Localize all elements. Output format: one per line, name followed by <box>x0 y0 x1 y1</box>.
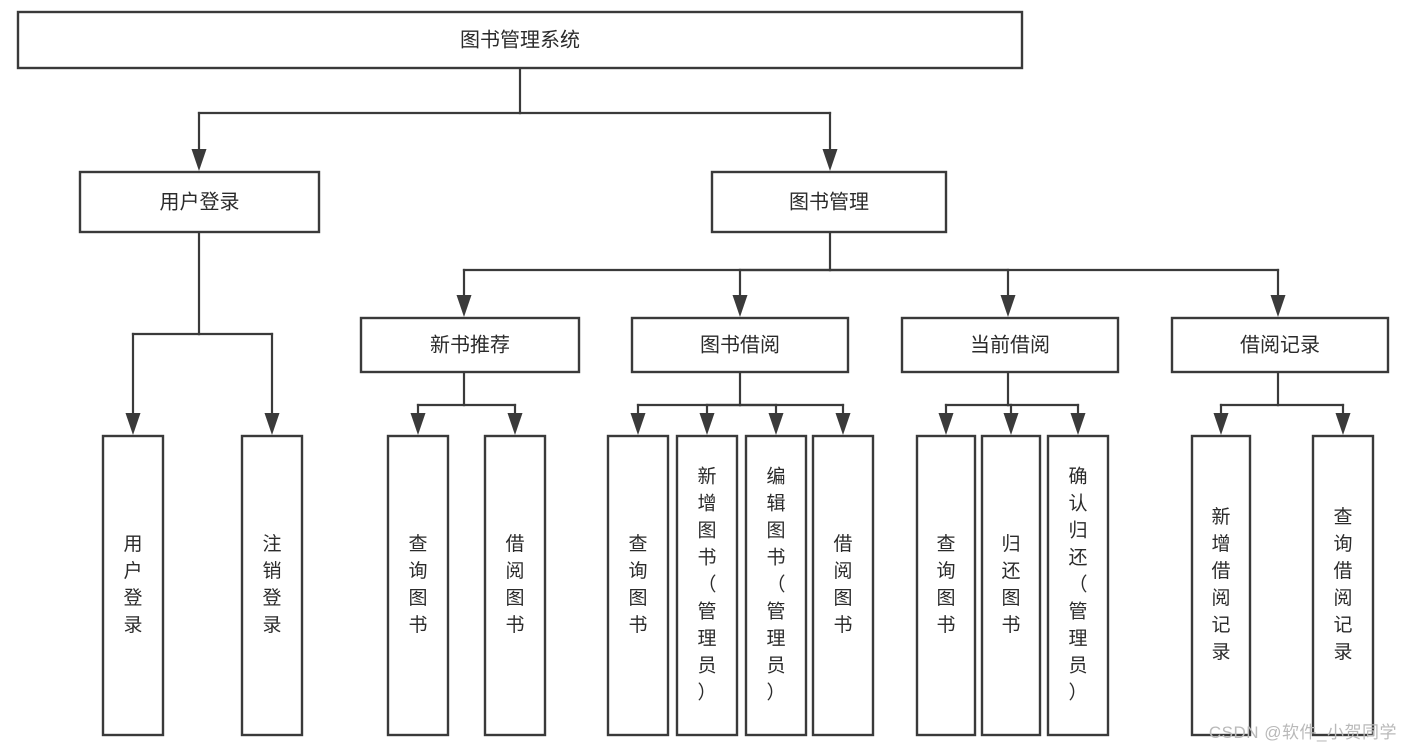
node-leaf-confirm-return-admin[interactable]: 确认归还（管理员） <box>1046 434 1110 737</box>
node-borrow-record[interactable]: 借阅记录 <box>1170 316 1390 374</box>
node-leaf-query-book-1[interactable]: 查询图书 <box>386 434 450 737</box>
node-label: 当前借阅 <box>970 333 1050 356</box>
connector-e-bb-leaf1 <box>630 370 742 435</box>
node-label: 编辑图书（管理员） <box>766 466 785 704</box>
node-leaf-add-borrow-record[interactable]: 新增借阅记录 <box>1190 434 1252 737</box>
connector-e-cb-leaf3 <box>1006 403 1086 435</box>
connector-layer <box>125 66 1351 435</box>
node-leaf-edit-book-admin[interactable]: 编辑图书（管理员） <box>744 434 808 737</box>
connector-e-ul-leaf2 <box>197 332 280 435</box>
node-label: 图书管理系统 <box>460 28 580 51</box>
node-label: 查询图书 <box>936 533 955 636</box>
node-root[interactable]: 图书管理系统 <box>16 10 1024 70</box>
node-label: 图书借阅 <box>700 333 780 356</box>
connector-e-root-user-login <box>191 66 522 171</box>
node-layer: 图书管理系统用户登录图书管理新书推荐图书借阅当前借阅借阅记录用户登录注销登录查询… <box>16 10 1390 737</box>
connector-e-cb-leaf1 <box>938 370 1010 435</box>
node-leaf-query-book-3[interactable]: 查询图书 <box>915 434 977 737</box>
node-label: 用户登录 <box>123 534 142 636</box>
node-label: 新增图书（管理员） <box>697 466 716 704</box>
node-label: 新增借阅记录 <box>1211 506 1230 663</box>
connector-e-br-leaf2 <box>1276 403 1351 435</box>
node-leaf-logout-login[interactable]: 注销登录 <box>240 434 304 737</box>
node-leaf-borrow-book-2[interactable]: 借阅图书 <box>811 434 875 737</box>
node-leaf-return-book[interactable]: 归还图书 <box>980 434 1042 737</box>
connector-e-nb-leaf2 <box>462 403 523 435</box>
node-label: 图书管理 <box>789 190 869 213</box>
node-book-borrow[interactable]: 图书借阅 <box>630 316 850 374</box>
connector-e-bm-book-borrow <box>732 268 832 317</box>
connector-e-bb-leaf4 <box>738 403 851 435</box>
connector-e-bm-current-borrow <box>828 268 1016 317</box>
node-label: 借阅记录 <box>1240 333 1320 356</box>
node-label: 新书推荐 <box>430 333 510 356</box>
node-label: 归还图书 <box>1001 533 1020 636</box>
node-book-manage[interactable]: 图书管理 <box>710 170 948 234</box>
connector-e-root-book-manage <box>518 111 838 171</box>
node-leaf-query-borrow-record[interactable]: 查询借阅记录 <box>1311 434 1375 737</box>
node-leaf-query-book-2[interactable]: 查询图书 <box>606 434 670 737</box>
connector-e-cb-leaf2 <box>1003 403 1019 435</box>
connector-e-nb-leaf1 <box>410 370 466 435</box>
connector-e-bb-leaf3 <box>738 403 784 435</box>
node-leaf-add-book-admin[interactable]: 新增图书（管理员） <box>675 434 739 737</box>
node-leaf-borrow-book-1[interactable]: 借阅图书 <box>483 434 547 737</box>
node-label: 查询借阅记录 <box>1333 506 1352 663</box>
node-label: 确认归还（管理员） <box>1068 466 1087 704</box>
connector-e-bm-new-book <box>456 230 832 317</box>
connector-e-bm-borrow-record <box>828 268 1286 317</box>
connector-e-br-leaf1 <box>1213 370 1280 435</box>
node-new-book-recommend[interactable]: 新书推荐 <box>359 316 581 374</box>
node-label: 借阅图书 <box>505 533 524 636</box>
node-label: 查询图书 <box>628 533 647 636</box>
connector-e-bb-leaf2 <box>699 403 742 435</box>
node-user-login[interactable]: 用户登录 <box>78 170 321 234</box>
node-label: 用户登录 <box>160 190 240 213</box>
node-leaf-user-login[interactable]: 用户登录 <box>101 434 165 737</box>
connector-e-ul-leaf1 <box>125 230 201 435</box>
node-label: 借阅图书 <box>833 533 852 636</box>
node-current-borrow[interactable]: 当前借阅 <box>900 316 1120 374</box>
node-label: 注销登录 <box>262 533 281 636</box>
node-label: 查询图书 <box>408 533 427 636</box>
